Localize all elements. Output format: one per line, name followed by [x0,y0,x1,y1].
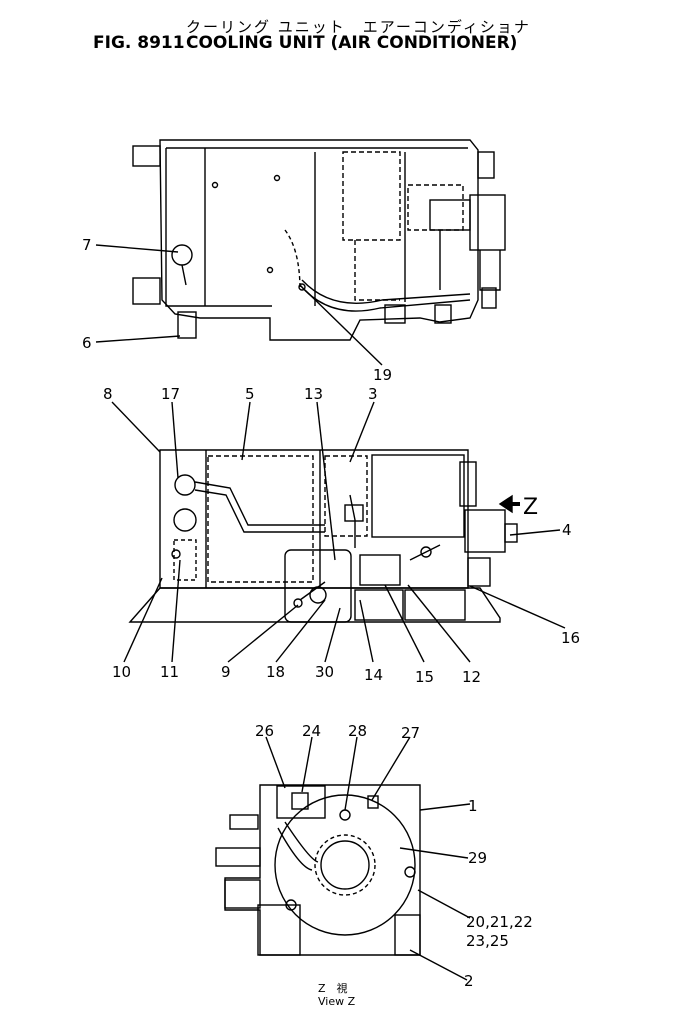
callout-14: 14 [364,666,383,684]
callout-13: 13 [304,385,323,403]
callout-7: 7 [82,236,92,254]
callout-15: 15 [415,668,434,686]
callout-1: 1 [468,797,478,815]
callout-2: 2 [464,972,474,990]
callout-20-21-22: 20,21,22 [466,913,533,931]
callout-16: 16 [561,629,580,647]
callout-3: 3 [368,385,378,403]
callout-17: 17 [161,385,180,403]
callout-5: 5 [245,385,255,403]
figure-number: FIG. 8911 [93,33,185,53]
callout-11: 11 [160,663,179,681]
callout-29: 29 [468,849,487,867]
callout-27: 27 [401,724,420,742]
callout-30: 30 [315,663,334,681]
japanese-title: クーリング ユニット エアーコンディショナ [186,18,531,36]
callout-28: 28 [348,722,367,740]
callout-23-25: 23,25 [466,932,509,950]
view-z-drawing [215,736,471,981]
callout-24: 24 [302,722,321,740]
callout-18: 18 [266,663,285,681]
view-z-caption-jp: Z 視 [318,981,348,995]
view-direction-marker: Z [523,495,538,520]
callout-19: 19 [373,366,392,384]
callout-9: 9 [221,663,231,681]
callout-8: 8 [103,385,113,403]
top-view-drawing [95,139,506,366]
callout-12: 12 [462,668,481,686]
figure-title: COOLING UNIT (AIR CONDITIONER) [186,33,518,53]
callout-10: 10 [112,663,131,681]
callout-6: 6 [82,334,92,352]
side-view-drawing [111,401,566,663]
callout-4: 4 [562,521,572,539]
view-z-caption-en: View Z [318,995,356,1008]
callout-26: 26 [255,722,274,740]
